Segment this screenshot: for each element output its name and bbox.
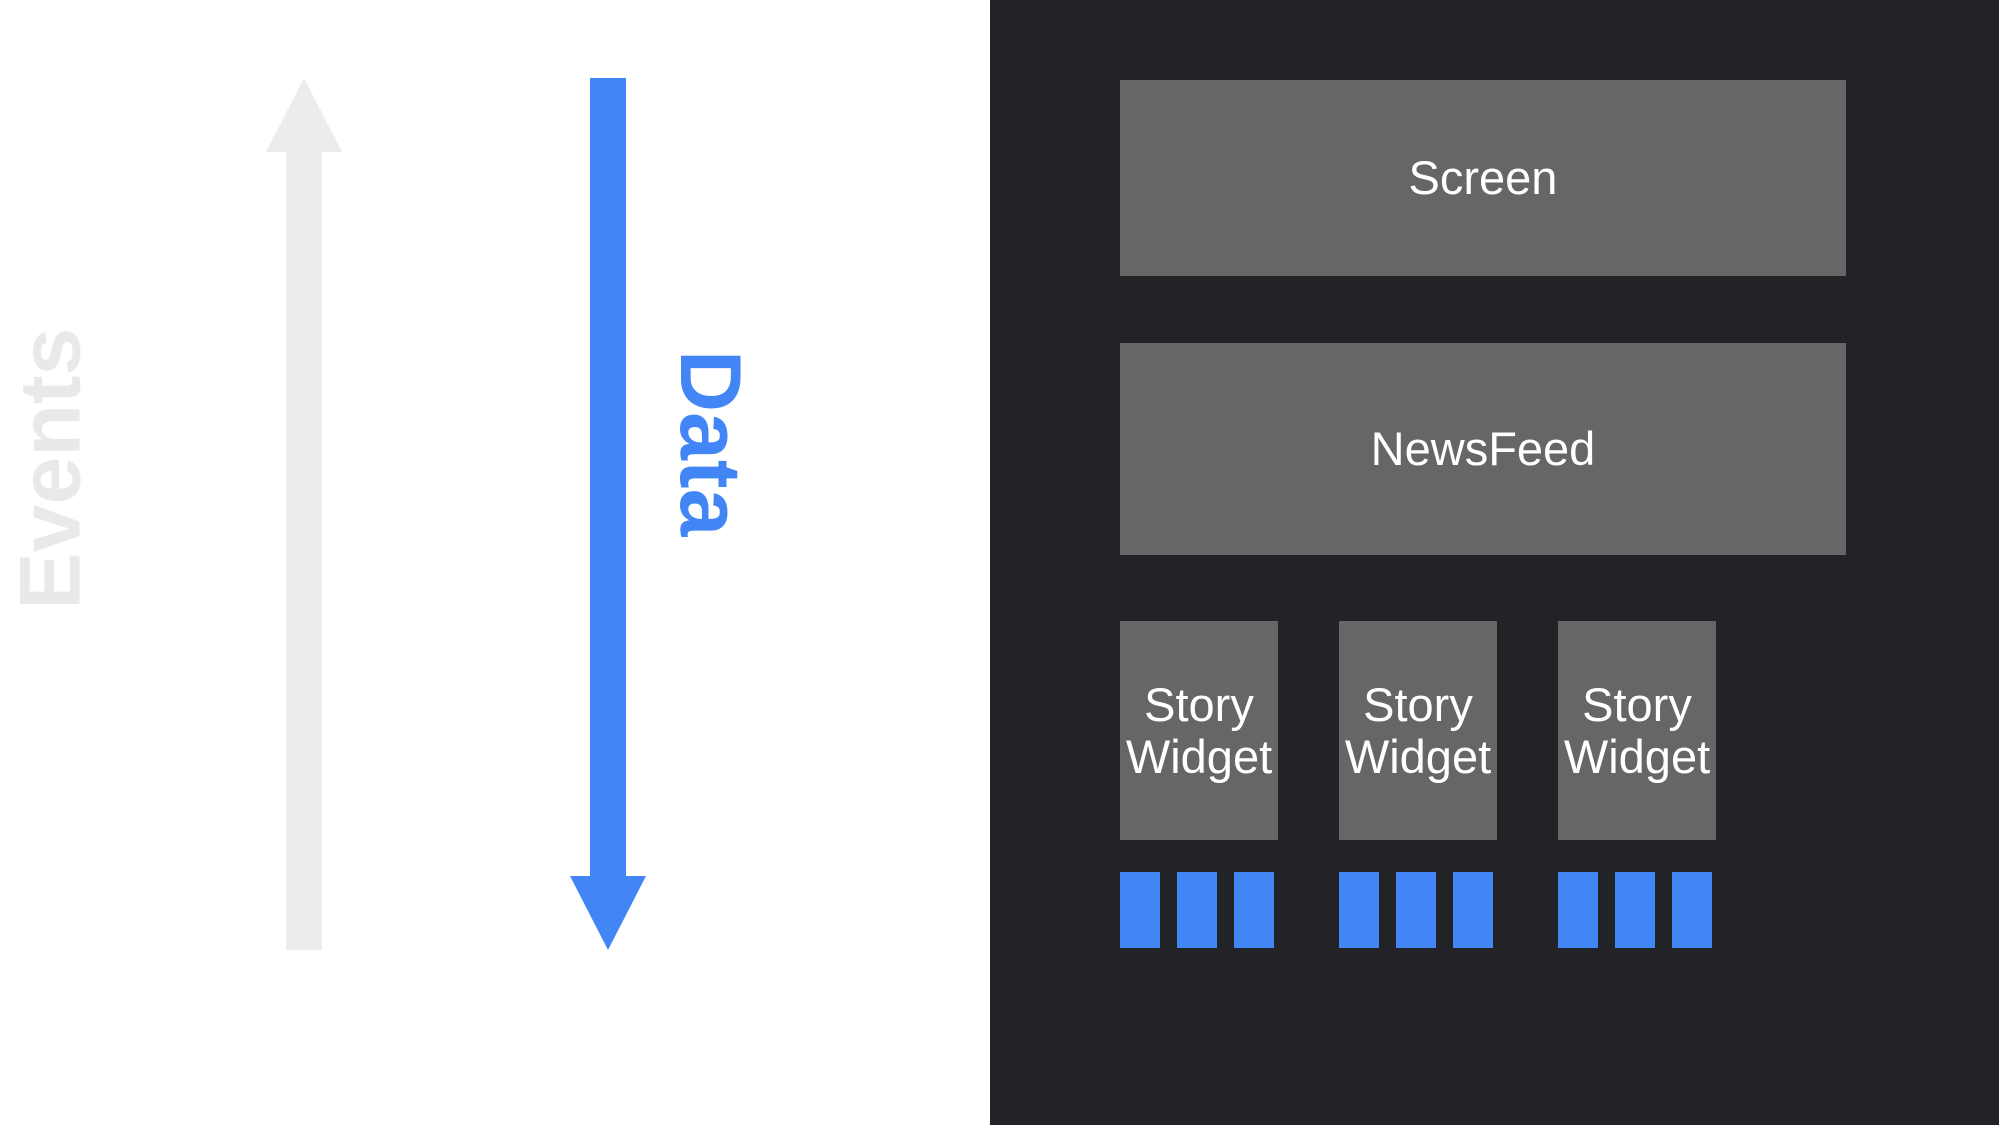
- leaf-node[interactable]: [1558, 872, 1598, 948]
- story-widget-2-line1: Story: [1363, 677, 1473, 731]
- data-arrow-icon: [570, 78, 646, 950]
- node-screen[interactable]: Screen: [1120, 80, 1846, 276]
- node-newsfeed[interactable]: NewsFeed: [1120, 343, 1846, 555]
- leaf-node[interactable]: [1615, 872, 1655, 948]
- node-story-widget-3[interactable]: Story Widget: [1558, 621, 1716, 840]
- node-story-widget-2-label: Story Widget: [1344, 677, 1492, 783]
- node-screen-label: Screen: [1408, 150, 1558, 204]
- story-widget-3-line1: Story: [1582, 677, 1692, 731]
- story-widget-1-line1: Story: [1144, 677, 1254, 731]
- flow-legend-panel: Events Data: [0, 0, 990, 1125]
- leaf-node[interactable]: [1120, 872, 1160, 948]
- node-story-widget-3-label: Story Widget: [1563, 677, 1711, 783]
- node-newsfeed-label: NewsFeed: [1370, 421, 1596, 475]
- leaf-node[interactable]: [1672, 872, 1712, 948]
- leaf-group-2: [1339, 872, 1493, 948]
- data-label-wrap: Data: [660, 350, 758, 610]
- story-widget-3-line2: Widget: [1563, 729, 1711, 783]
- leaf-node[interactable]: [1177, 872, 1217, 948]
- node-story-widget-2[interactable]: Story Widget: [1339, 621, 1497, 840]
- events-arrow-icon: [266, 78, 342, 950]
- story-widget-1-line2: Widget: [1125, 729, 1273, 783]
- events-label-wrap: Events: [2, 328, 182, 610]
- data-arrow: [570, 78, 646, 950]
- leaf-group-1: [1120, 872, 1274, 948]
- node-story-widget-1[interactable]: Story Widget: [1120, 621, 1278, 840]
- leaf-node[interactable]: [1453, 872, 1493, 948]
- leaf-node[interactable]: [1396, 872, 1436, 948]
- events-label: Events: [2, 327, 99, 610]
- story-widget-2-line2: Widget: [1344, 729, 1492, 783]
- component-tree-panel: Screen NewsFeed Story Widget Story Widge…: [990, 0, 1999, 1125]
- node-story-widget-1-label: Story Widget: [1125, 677, 1273, 783]
- leaf-node[interactable]: [1234, 872, 1274, 948]
- leaf-group-3: [1558, 872, 1712, 948]
- leaf-node[interactable]: [1339, 872, 1379, 948]
- events-arrow: [266, 78, 342, 950]
- data-label: Data: [662, 350, 758, 537]
